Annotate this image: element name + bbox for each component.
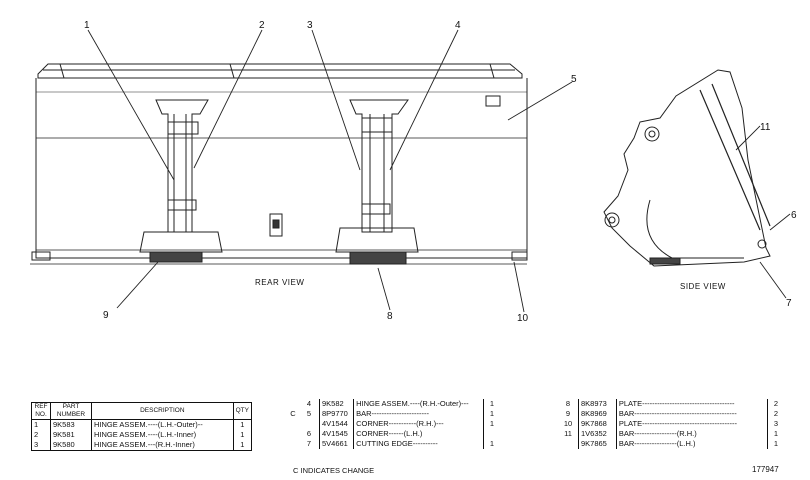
side-view-bucket — [603, 69, 771, 267]
part-cell: 8K8973 — [578, 399, 617, 409]
part-cell: 9K7865 — [578, 439, 617, 449]
qty-cell: 3 — [767, 419, 784, 429]
header-qty: QTY — [233, 402, 252, 420]
part-cell: 9K7868 — [578, 419, 617, 429]
table-row: 2 9K581 HINGE ASSEM.----(L.H.-Inner) 1 — [31, 430, 252, 440]
change-mark — [287, 399, 299, 409]
header-part: PART NUMBER — [50, 402, 92, 420]
rear-view-caption: REAR VIEW — [255, 278, 304, 287]
desc-cell: BAR-----------------(R.H.) — [618, 429, 697, 438]
change-mark — [287, 429, 299, 439]
qty-cell: 1 — [483, 399, 500, 409]
callout-1: 1 — [84, 20, 90, 31]
qty-cell: 1 — [240, 420, 245, 429]
table-row: 6 4V1545 CORNER------(L.H.) — [287, 429, 500, 439]
table-row: 9 8K8969 BAR----------------------------… — [558, 409, 784, 419]
ref-cell: 1 — [31, 419, 51, 430]
table-row: 1 9K583 HINGE ASSEM.----(L.H.-Outer)-- 1 — [31, 419, 252, 430]
change-mark — [287, 419, 299, 429]
callout-11: 11 — [760, 122, 771, 133]
desc-cell: CORNER-----------(R.H.)--- — [356, 419, 444, 428]
part-cell: 8P9770 — [318, 409, 355, 419]
ref-cell: 8 — [565, 399, 571, 408]
desc-cell: HINGE ASSEM.----(L.H.-Inner) — [91, 430, 234, 440]
callout-3: 3 — [307, 20, 313, 31]
qty-cell: 2 — [767, 399, 784, 409]
callout-2: 2 — [259, 20, 265, 31]
part-cell: 4V1545 — [318, 429, 355, 439]
desc-cell: HINGE ASSEM.---(R.H.-Inner) — [91, 440, 234, 451]
desc-cell: BAR----------------------- — [356, 409, 429, 418]
table-header: REF NO. PART NUMBER DESCRIPTION QTY — [31, 402, 252, 420]
ref-cell: 10 — [563, 419, 573, 428]
parts-table-1: REF NO. PART NUMBER DESCRIPTION QTY 1 9K… — [31, 402, 252, 451]
part-cell: 9K581 — [50, 430, 92, 440]
part-cell: 9K580 — [50, 440, 92, 451]
qty-cell: 1 — [483, 419, 500, 429]
leader-lines — [87, 29, 791, 313]
table-row: 8 8K8973 PLATE--------------------------… — [558, 399, 784, 409]
callout-8: 8 — [387, 311, 393, 322]
parts-table-2: 4 9K582 HINGE ASSEM.----(R.H.-Outer)--- … — [287, 399, 500, 449]
qty-cell: 1 — [483, 439, 500, 449]
ref-cell: 2 — [31, 430, 51, 440]
table-row: 9K7865 BAR-----------------(L.H.) 1 — [558, 439, 784, 449]
ref-cell: 11 — [564, 429, 572, 438]
ref-cell — [299, 419, 320, 429]
table-row: 3 9K580 HINGE ASSEM.---(R.H.-Inner) 1 — [31, 440, 252, 451]
desc-cell: CORNER------(L.H.) — [356, 429, 423, 438]
table-row: 7 5V4661 CUTTING EDGE---------- 1 — [287, 439, 500, 449]
callout-9: 9 — [103, 310, 109, 321]
qty-cell: 1 — [767, 429, 784, 439]
ref-cell: 3 — [31, 440, 51, 451]
part-cell: 8K8969 — [578, 409, 617, 419]
qty-cell: 1 — [240, 440, 245, 449]
rear-view-bucket — [30, 63, 528, 265]
parts-table-3: 8 8K8973 PLATE--------------------------… — [558, 399, 784, 449]
part-cell: 9K583 — [50, 419, 92, 430]
ref-cell: 9 — [565, 409, 571, 418]
header-ref: REF NO. — [31, 402, 51, 420]
document-number: 177947 — [752, 465, 779, 474]
ref-cell — [558, 439, 579, 449]
callout-7: 7 — [786, 298, 792, 309]
desc-cell: HINGE ASSEM.----(R.H.-Outer)--- — [356, 399, 469, 408]
desc-cell: HINGE ASSEM.----(L.H.-Outer)-- — [91, 419, 234, 430]
side-view-caption: SIDE VIEW — [680, 282, 726, 291]
change-mark — [287, 439, 299, 449]
ref-cell: 6 — [306, 429, 312, 438]
callout-4: 4 — [455, 20, 461, 31]
callout-5: 5 — [571, 74, 577, 85]
callout-labels: 1 2 3 4 5 6 7 8 9 10 11 REAR VIEW SIDE V… — [84, 20, 797, 324]
table-row: 4V1544 CORNER-----------(R.H.)--- 1 — [287, 419, 500, 429]
ref-cell: 5 — [306, 409, 312, 418]
table-row: 11 1V6352 BAR-----------------(R.H.) 1 — [558, 429, 784, 439]
desc-cell: PLATE-----------------------------------… — [618, 419, 737, 428]
desc-cell: CUTTING EDGE---------- — [356, 439, 438, 448]
header-desc: DESCRIPTION — [91, 402, 234, 420]
desc-cell: BAR-------------------------------------… — [618, 409, 737, 418]
desc-cell: PLATE-----------------------------------… — [618, 399, 735, 408]
table-row: C 5 8P9770 BAR----------------------- 1 — [287, 409, 500, 419]
desc-cell: BAR-----------------(L.H.) — [618, 439, 696, 448]
qty-cell: 1 — [240, 430, 245, 439]
callout-10: 10 — [517, 313, 529, 324]
part-cell: 4V1544 — [318, 419, 355, 429]
part-cell: 1V6352 — [578, 429, 617, 439]
callout-6: 6 — [791, 210, 797, 221]
ref-cell: 4 — [306, 399, 312, 408]
table-row: 10 9K7868 PLATE-------------------------… — [558, 419, 784, 429]
part-cell: 9K582 — [318, 399, 355, 409]
qty-cell: 2 — [767, 409, 784, 419]
part-cell: 5V4661 — [318, 439, 355, 449]
qty-cell: 1 — [483, 409, 500, 419]
qty-cell: 1 — [767, 439, 784, 449]
table-row: 4 9K582 HINGE ASSEM.----(R.H.-Outer)--- … — [287, 399, 500, 409]
qty-cell — [483, 429, 500, 439]
ref-cell: 7 — [306, 439, 312, 448]
change-mark: C — [290, 409, 296, 418]
change-note: C INDICATES CHANGE — [293, 466, 375, 475]
